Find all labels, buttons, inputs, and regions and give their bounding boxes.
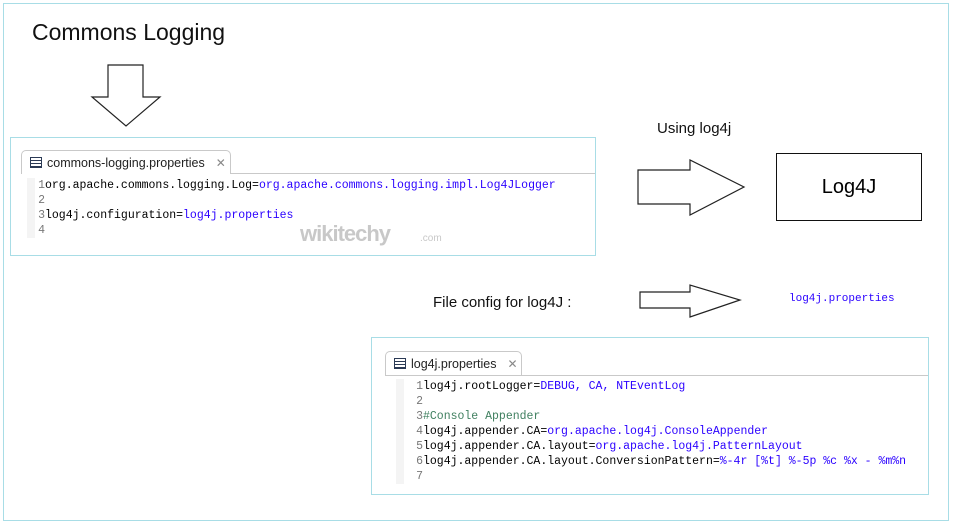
right-arrow-icon bbox=[637, 159, 746, 216]
close-icon[interactable]: ✕ bbox=[215, 155, 226, 170]
right-arrow-icon bbox=[639, 284, 742, 318]
properties-file-icon bbox=[394, 358, 406, 369]
code-line: 1log4j.rootLogger=DEBUG, CA, NTEventLog bbox=[416, 380, 686, 393]
log4j-box: Log4J bbox=[776, 153, 922, 221]
page-title: Commons Logging bbox=[32, 19, 226, 45]
file-config-label: File config for log4J : bbox=[433, 294, 572, 311]
tab-label: log4j.properties bbox=[411, 356, 497, 371]
code-line: 2 bbox=[416, 395, 423, 408]
code-line: 2 bbox=[38, 194, 45, 207]
file-config-value: log4j.properties bbox=[789, 293, 895, 305]
tab-commons-logging-properties[interactable]: commons-logging.properties ✕ bbox=[21, 150, 231, 174]
diagram-frame bbox=[3, 3, 949, 521]
down-arrow-icon bbox=[90, 64, 162, 127]
log4j-properties-editor-panel: log4j.properties ✕ 1log4j.rootLogger=DEB… bbox=[371, 337, 929, 495]
using-log4j-label: Using log4j bbox=[657, 120, 732, 137]
code-line: 3#Console Appender bbox=[416, 410, 541, 423]
watermark-suffix: .com bbox=[420, 233, 442, 244]
wikitechy-watermark: wikitechy bbox=[300, 221, 391, 246]
code-area[interactable]: 1log4j.rootLogger=DEBUG, CA, NTEventLog … bbox=[412, 379, 906, 484]
commons-logging-editor-panel: commons-logging.properties ✕ 1org.apache… bbox=[10, 137, 596, 256]
code-line: 6log4j.appender.CA.layout.ConversionPatt… bbox=[416, 455, 907, 468]
close-icon[interactable]: ✕ bbox=[507, 356, 518, 371]
code-line: 5log4j.appender.CA.layout=org.apache.log… bbox=[416, 440, 803, 453]
tab-log4j-properties[interactable]: log4j.properties ✕ bbox=[385, 351, 522, 375]
tab-label: commons-logging.properties bbox=[47, 155, 205, 170]
code-line: 7 bbox=[416, 470, 423, 483]
code-line: 4log4j.appender.CA=org.apache.log4j.Cons… bbox=[416, 425, 769, 438]
code-line: 4 bbox=[38, 224, 45, 237]
code-area[interactable]: 1org.apache.commons.logging.Log=org.apac… bbox=[34, 178, 556, 238]
code-line: 1org.apache.commons.logging.Log=org.apac… bbox=[38, 179, 556, 192]
properties-file-icon bbox=[30, 157, 42, 168]
code-line: 3log4j.configuration=log4j.properties bbox=[38, 209, 294, 222]
